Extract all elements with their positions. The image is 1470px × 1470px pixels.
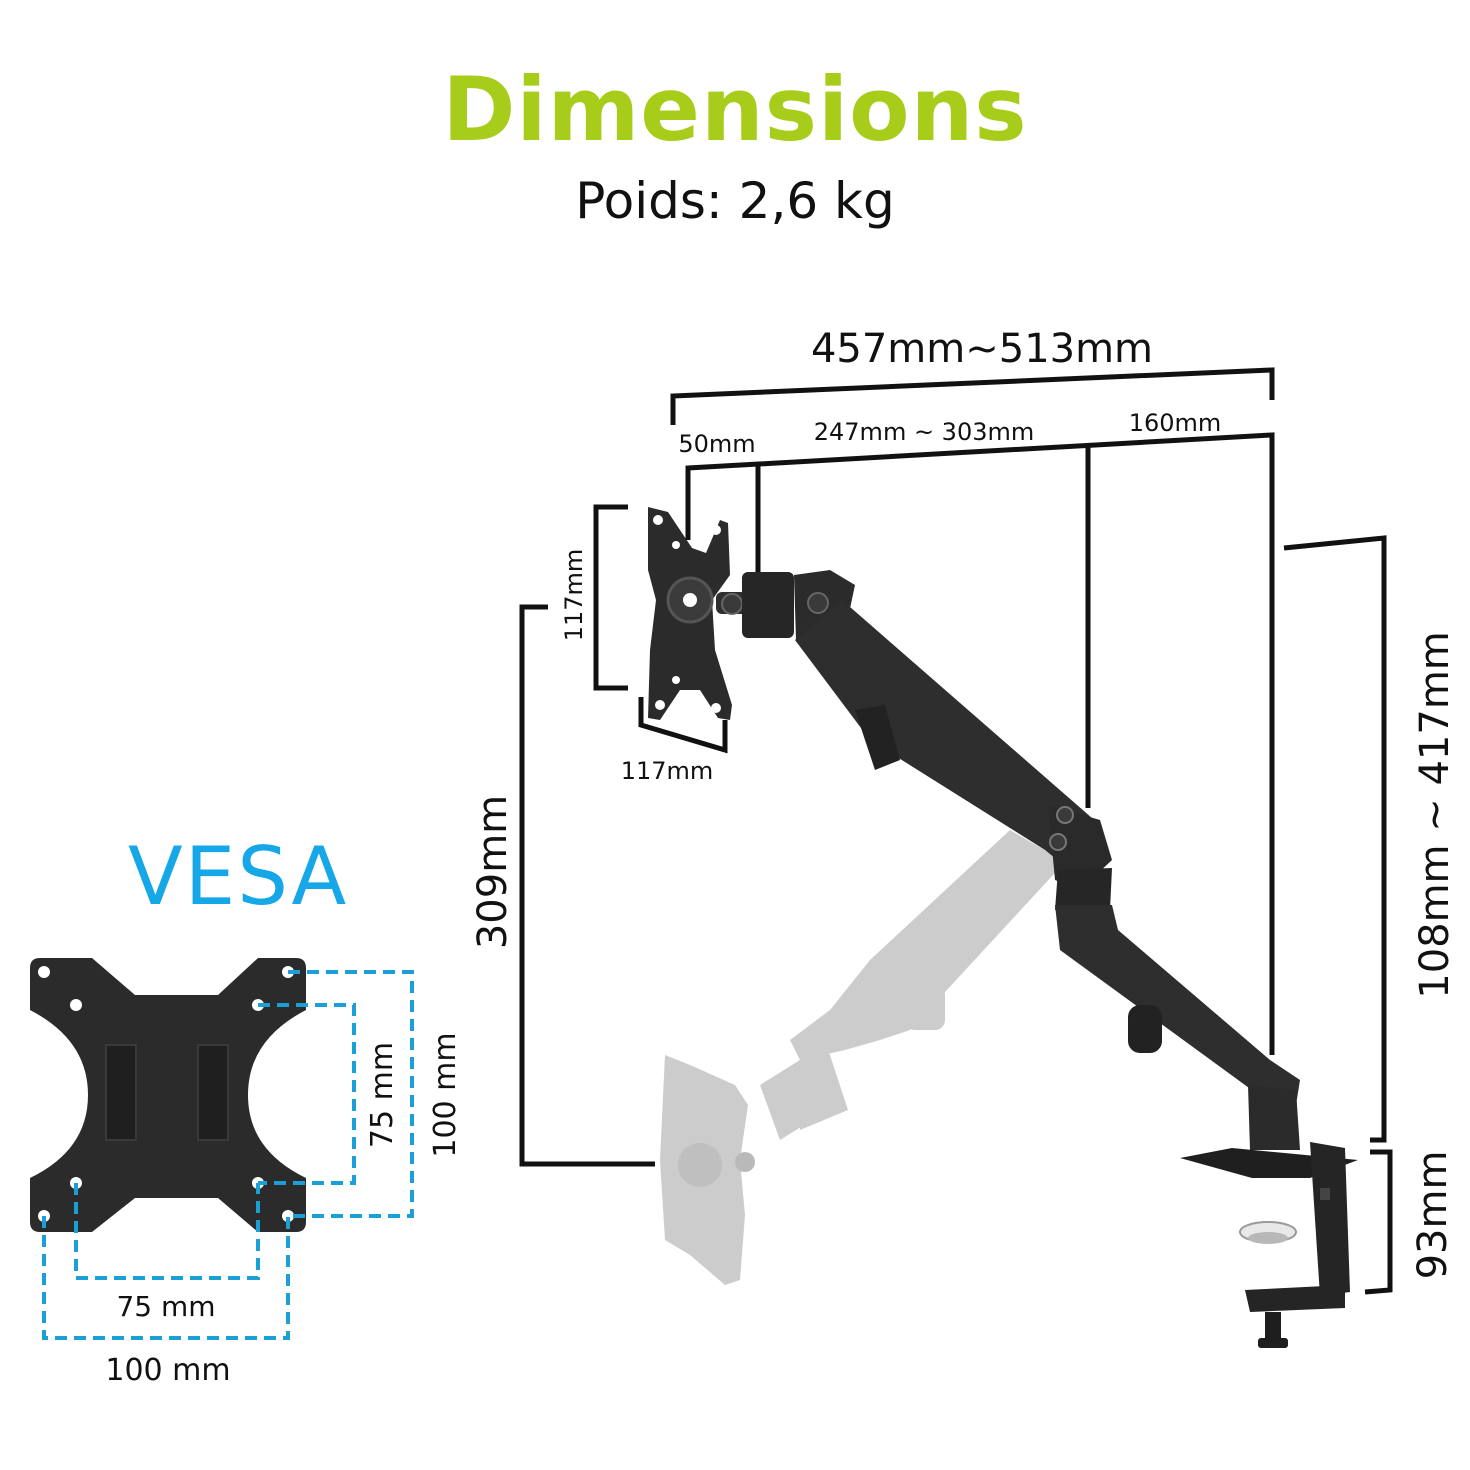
vesa-plate: [30, 958, 306, 1232]
vesa-h-outer-label: 100 mm: [105, 1353, 230, 1388]
total-width-label: 457mm~513mm: [811, 326, 1153, 372]
plate-offset-label: 50mm: [678, 430, 755, 458]
clamp-height-label: 93mm: [1410, 1151, 1456, 1280]
vesa-v-inner-label: 75 mm: [365, 1042, 400, 1148]
height-range-label: 108mm ~ 417mm: [1412, 631, 1458, 999]
page-title: Dimensions: [442, 58, 1028, 161]
vertical-travel-label: 309mm: [470, 795, 516, 949]
lowered-arm-ghost: [660, 830, 1065, 1285]
arm-length-label: 247mm ~ 303mm: [814, 418, 1035, 446]
base-length-label: 160mm: [1129, 409, 1222, 437]
vesa-h-inner-label: 75 mm: [116, 1290, 215, 1323]
vesa-title: VESA: [128, 830, 349, 923]
plate-width-label: 117mm: [621, 757, 714, 785]
weight-label: Poids: 2,6 kg: [575, 172, 895, 230]
dimension-lines: [519, 367, 1393, 1295]
vesa-dashed-lines: [42, 970, 414, 1340]
vesa-v-outer-label: 100 mm: [428, 1032, 463, 1157]
monitor-arm: [648, 507, 1358, 1348]
plate-height-label: 117mm: [560, 549, 588, 642]
